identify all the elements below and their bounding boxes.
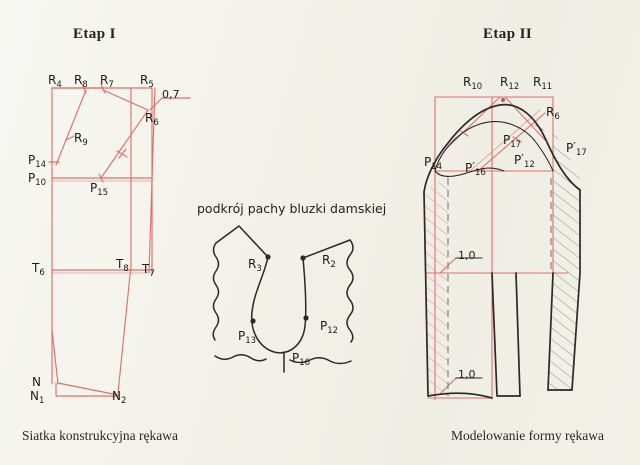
- leader-zero-seven: [149, 97, 163, 111]
- dimension-etap2-one-zero-bottom: 1,0: [458, 368, 476, 381]
- e2-inner-cap-lower: [434, 167, 505, 177]
- e2-inner-cap-ellipse: [434, 121, 554, 172]
- point-p12: [303, 315, 309, 321]
- label-etap1-r6: R6: [145, 111, 159, 128]
- label-etap1-p10: P10: [28, 171, 47, 188]
- right-shoulder-from-r2: [302, 239, 351, 259]
- e2-inner-seam-left: [491, 272, 521, 397]
- line-p15-r6: [100, 109, 149, 179]
- point-p13: [250, 318, 256, 324]
- e2-dashed-fold-lines: [447, 178, 552, 396]
- etap1-construction-grid: [48, 83, 191, 397]
- armhole-curve: [250, 256, 307, 354]
- label-etap1-t8: T8: [116, 257, 129, 274]
- center-caption: podkrój pachy bluzki damskiej: [197, 201, 387, 216]
- line-r7-r6: [102, 89, 149, 111]
- label-etap1-t7: T7: [142, 262, 155, 279]
- e2-hatch-right-lower: [548, 273, 580, 390]
- label-etap2-p14: P14: [424, 155, 443, 172]
- etap2-title: Etap II: [483, 26, 533, 42]
- dimension-etap1-zero-seven: 0,7: [162, 88, 180, 101]
- e2-left-hem: [427, 392, 493, 399]
- ragged-hem-right: [289, 357, 352, 365]
- label-etap1-p15: P15: [90, 181, 109, 198]
- e2-tick-p17: [512, 136, 522, 143]
- center-armhole-points: [250, 254, 309, 324]
- label-etap2-p17: P17: [503, 133, 522, 150]
- label-etap1-p14: P14: [28, 153, 47, 170]
- ragged-edge-right: [346, 239, 354, 343]
- etap1-caption: Siatka konstrukcyjna rękawa: [22, 428, 178, 443]
- label-etap1-n: N: [32, 375, 41, 389]
- label-etap1-r4: R4: [48, 73, 62, 90]
- e2-right-inner: [547, 272, 554, 391]
- tick-r9: [65, 135, 75, 141]
- label-etap2-r10: R10: [463, 75, 483, 92]
- label-etap1-n1: N1: [30, 389, 45, 406]
- ragged-hem-left: [214, 354, 267, 362]
- label-center-r3: R3: [248, 257, 262, 274]
- label-etap2-p17p: P′17: [566, 140, 587, 158]
- label-center-r2: R2: [322, 253, 336, 270]
- e2-hatch-left-upper: [424, 176, 448, 273]
- label-etap1-r7: R7: [100, 73, 114, 90]
- e2-cap-curve: [423, 103, 581, 193]
- e2-p17-diag-2: [469, 109, 541, 172]
- tick-p15r6-b: [118, 148, 127, 159]
- e2-point-r12: [501, 98, 505, 102]
- line-p14-r8: [55, 89, 87, 166]
- e2-left-seam: [423, 191, 429, 397]
- label-etap1-r9: R9: [74, 131, 88, 148]
- line-right-outer: [148, 87, 156, 273]
- point-r2: [300, 255, 306, 261]
- label-center-p13: P13: [238, 329, 257, 346]
- e2-inner-seam-right: [515, 272, 521, 397]
- label-etap2-p12p: P′12: [514, 152, 535, 170]
- label-etap2-r11: R11: [533, 75, 553, 92]
- label-etap2-r6: R6: [546, 105, 560, 122]
- line-left-to-n: [51, 329, 59, 385]
- dimension-etap2-one-zero-top: 1,0: [458, 249, 476, 262]
- ragged-edge-left: [212, 242, 220, 341]
- label-center-p12: P12: [320, 319, 339, 336]
- etap2-sleeve-outline: [423, 103, 581, 399]
- etap1-title: Etap I: [73, 26, 116, 42]
- center-armhole-shape: [212, 225, 354, 373]
- line-n-n2: [57, 382, 119, 396]
- e2-hatch-left-lower: [426, 273, 448, 396]
- label-etap1-r5: R5: [140, 73, 154, 90]
- tick-r8: [81, 83, 87, 94]
- label-etap1-r8: R8: [74, 73, 88, 90]
- etap2-caption: Modelowanie formy rękawa: [451, 428, 604, 443]
- e2-tick-r10: [460, 130, 469, 137]
- line-t8-n2: [117, 264, 132, 394]
- e2-r10-diag: [444, 96, 501, 151]
- e2-right-seam: [571, 189, 581, 391]
- label-etap2-p16p: P′16: [465, 160, 486, 178]
- tick-r7: [100, 83, 106, 94]
- label-center-p16: P16: [292, 351, 311, 368]
- left-shoulder-to-r3: [215, 225, 269, 258]
- label-etap1-t6: T6: [32, 261, 45, 278]
- etap2-points: [501, 98, 505, 102]
- point-r3: [265, 254, 271, 260]
- e2-r11-diag: [504, 96, 546, 141]
- label-etap2-r12: R12: [500, 75, 520, 92]
- label-etap1-n2: N2: [112, 389, 127, 406]
- e2-p17-diag: [477, 112, 546, 172]
